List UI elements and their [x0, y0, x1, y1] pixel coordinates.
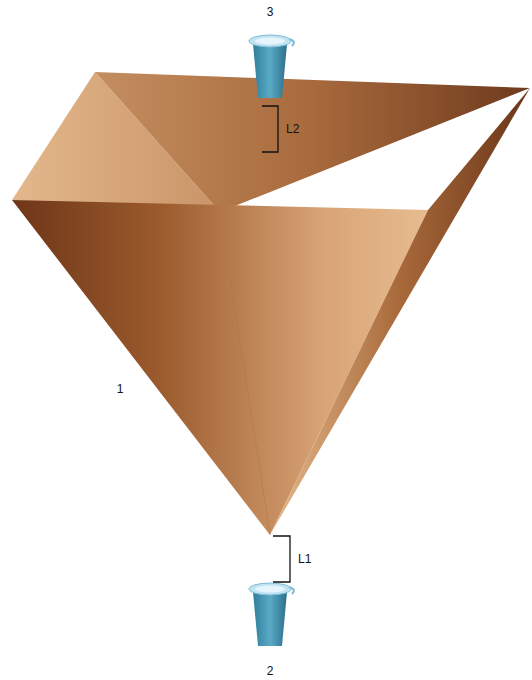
bottom-cup: [249, 583, 294, 646]
callout-number: 2: [267, 665, 274, 677]
dimension-bracket: [273, 536, 290, 582]
dimension-label: L1: [298, 553, 311, 565]
callout-number: 1: [117, 383, 124, 395]
right-face: [270, 88, 530, 535]
pyramid: [12, 72, 530, 535]
dimension-bracket: [262, 106, 278, 152]
dimension-label: L2: [286, 123, 299, 135]
top-cup: [249, 35, 294, 98]
callout-number: 3: [267, 6, 274, 18]
edge-line: [220, 212, 270, 535]
